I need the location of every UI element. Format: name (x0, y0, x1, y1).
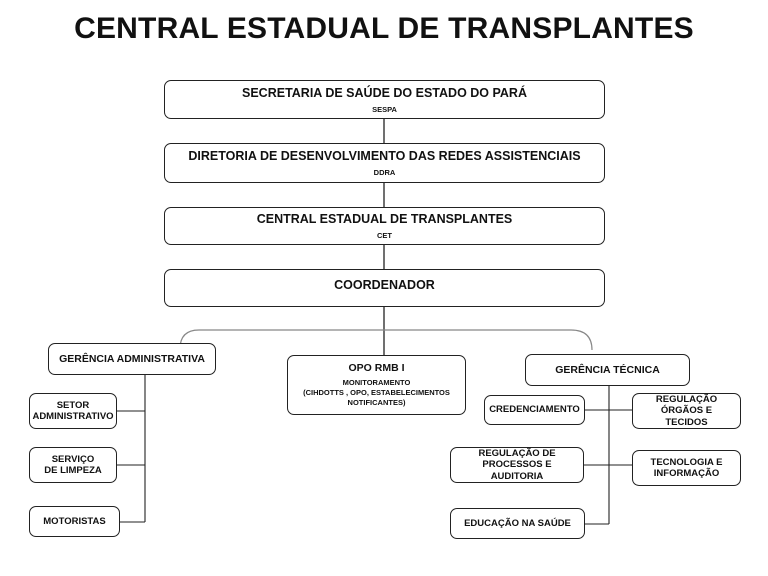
regulacao-orgaos-name: REGULAÇÃO ÓRGÃOS E TECIDOS (655, 393, 718, 428)
box-gerencia-tecnica: GERÊNCIA TÉCNICA (525, 354, 690, 386)
opo-desc-line-1: MONITORAMENTO (342, 377, 411, 387)
gerencia-administrativa-name: GERÊNCIA ADMINISTRATIVA (59, 352, 205, 365)
box-educacao-saude: EDUCAÇÃO NA SAÚDE (450, 508, 585, 539)
box-setor-administrativo: SETOR ADMINISTRATIVO (29, 393, 117, 429)
box-gerencia-administrativa: GERÊNCIA ADMINISTRATIVA (48, 343, 216, 375)
regulacao-processos-name: REGULAÇÃO DE PROCESSOS E AUDITORIA (478, 447, 556, 482)
chart-title: CENTRAL ESTADUAL DE TRANSPLANTES (74, 12, 694, 45)
sespa-name: SECRETARIA DE SAÚDE DO ESTADO DO PARÁ (242, 85, 527, 100)
opo-description: MONITORAMENTO (CIHDOTTS , OPO, ESTABELEC… (303, 378, 450, 408)
cet-name: CENTRAL ESTADUAL DE TRANSPLANTES (256, 212, 513, 226)
box-coordenador: COORDENADOR (164, 269, 605, 307)
box-regulacao-processos: REGULAÇÃO DE PROCESSOS E AUDITORIA (450, 447, 584, 483)
tecnologia-informacao-name: TECNOLOGIA E INFORMAÇÃO (650, 456, 723, 479)
opo-name: OPO RMB I (348, 362, 405, 375)
box-sespa: SECRETARIA DE SAÚDE DO ESTADO DO PARÁ SE… (164, 80, 605, 119)
box-ddra: DIRETORIA DE DESENVOLVIMENTO DAS REDES A… (164, 143, 605, 183)
servico-limpeza-name: SERVIÇO DE LIMPEZA (44, 453, 102, 476)
box-opo-rmb: OPO RMB I MONITORAMENTO (CIHDOTTS , OPO,… (287, 355, 466, 415)
opo-desc-line-2: (CIHDOTTS , OPO, ESTABELECIMENTOS (303, 387, 450, 397)
cet-abbr: CET (377, 231, 392, 240)
box-tecnologia-informacao: TECNOLOGIA E INFORMAÇÃO (632, 450, 741, 486)
motoristas-name: MOTORISTAS (43, 515, 106, 527)
sespa-abbr: SESPA (372, 104, 397, 114)
box-credenciamento: CREDENCIAMENTO (484, 395, 585, 425)
coordenador-name: COORDENADOR (334, 278, 435, 292)
setor-administrativo-name: SETOR ADMINISTRATIVO (32, 399, 114, 422)
ddra-abbr: DDRA (373, 168, 396, 177)
box-motoristas: MOTORISTAS (29, 506, 120, 537)
credenciamento-name: CREDENCIAMENTO (489, 404, 580, 416)
ddra-name: DIRETORIA DE DESENVOLVIMENTO DAS REDES A… (188, 149, 581, 163)
box-servico-limpeza: SERVIÇO DE LIMPEZA (29, 447, 117, 483)
connector-branch-arc (179, 329, 593, 351)
gerencia-tecnica-name: GERÊNCIA TÉCNICA (555, 363, 660, 376)
box-regulacao-orgaos: REGULAÇÃO ÓRGÃOS E TECIDOS (632, 393, 741, 429)
opo-desc-line-3: NOTIFICANTES) (347, 397, 406, 407)
educacao-saude-name: EDUCAÇÃO NA SAÚDE (464, 517, 571, 529)
box-cet: CENTRAL ESTADUAL DE TRANSPLANTES CET (164, 207, 605, 245)
